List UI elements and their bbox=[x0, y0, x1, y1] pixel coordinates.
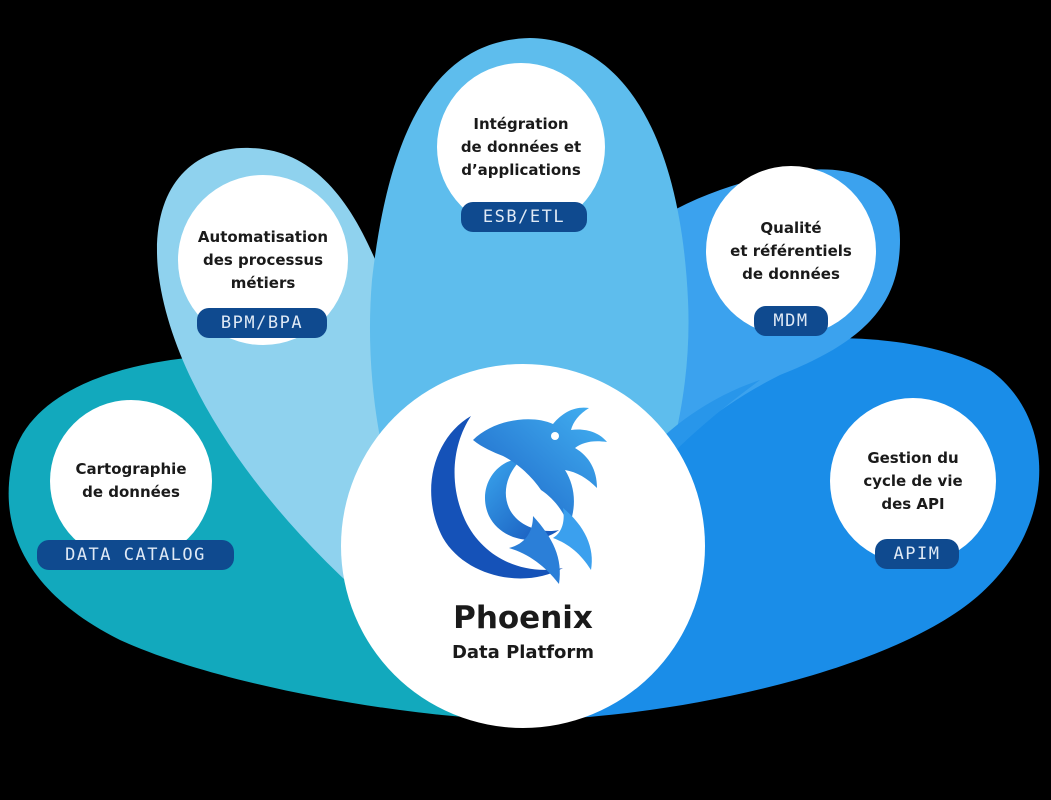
node-bpm-label: Automatisation des processus métiers bbox=[197, 227, 329, 292]
node-mdm-label: Qualité et référentiels de données bbox=[730, 218, 852, 283]
node-apim: Gestion du cycle de vie des API bbox=[830, 398, 996, 564]
tag-data-catalog-text: DATA CATALOG bbox=[65, 545, 206, 565]
brand-title: Phoenix bbox=[453, 600, 593, 636]
tag-bpm-bpa: BPM/BPA bbox=[197, 308, 327, 338]
tag-mdm: MDM bbox=[754, 306, 828, 336]
brand-subtitle: Data Platform bbox=[451, 642, 595, 663]
tag-esb-etl: ESB/ETL bbox=[461, 202, 587, 232]
tag-data-catalog: DATA CATALOG bbox=[37, 540, 234, 570]
center-hub: Phoenix Data Platform bbox=[341, 364, 705, 728]
phoenix-bird-logo-icon bbox=[431, 407, 607, 584]
tag-esb-etl-text: ESB/ETL bbox=[482, 207, 566, 227]
tag-apim-text: APIM bbox=[893, 544, 941, 564]
tag-mdm-text: MDM bbox=[773, 311, 809, 331]
node-apim-label: Gestion du cycle de vie des API bbox=[863, 448, 963, 513]
tag-bpm-bpa-text: BPM/BPA bbox=[220, 313, 304, 333]
tag-apim: APIM bbox=[875, 539, 959, 569]
node-catalog: Cartographie de données bbox=[50, 400, 212, 562]
node-esb-label: Intégration de données et d’applications bbox=[460, 114, 582, 179]
node-catalog-label: Cartographie de données bbox=[75, 460, 187, 501]
